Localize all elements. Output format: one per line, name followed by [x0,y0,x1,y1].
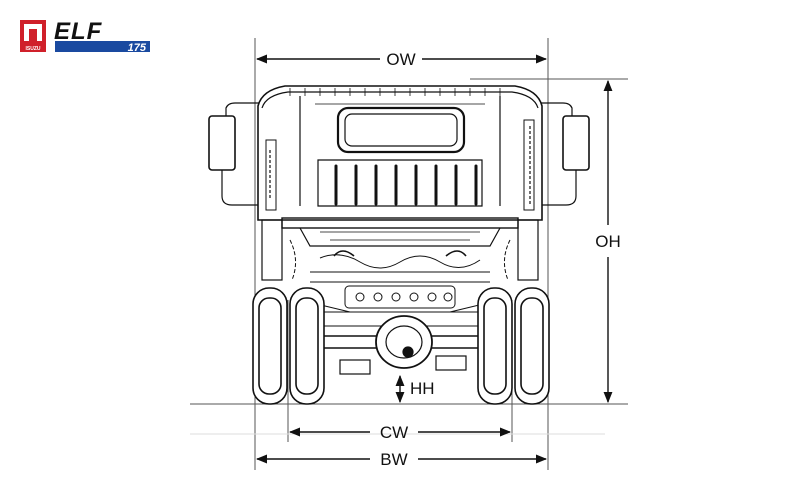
cab-body [257,85,543,221]
tonnage-text: 175 [128,42,147,54]
isuzu-text: ISUZU [26,46,41,52]
hh-label: HH [410,379,435,398]
bw-label: BW [380,450,407,469]
chassis-frame [261,217,539,281]
truck-rear-view [208,85,590,405]
left-mirror [208,102,262,206]
dimension-arrows [255,54,613,464]
elf-model-text: ELF [54,18,103,45]
ow-label: OW [386,50,415,69]
differential [322,315,480,375]
dimension-guides [190,38,628,470]
right-mirror [538,102,590,206]
oh-label: OH [595,232,621,251]
elf-logo: ISUZU ELF 175 [20,18,150,54]
right-dual-wheels [477,287,550,405]
isuzu-badge: ISUZU [20,20,46,52]
left-dual-wheels [252,287,325,405]
elf-wordmark: ELF 175 [54,18,150,54]
cw-label: CW [380,423,408,442]
